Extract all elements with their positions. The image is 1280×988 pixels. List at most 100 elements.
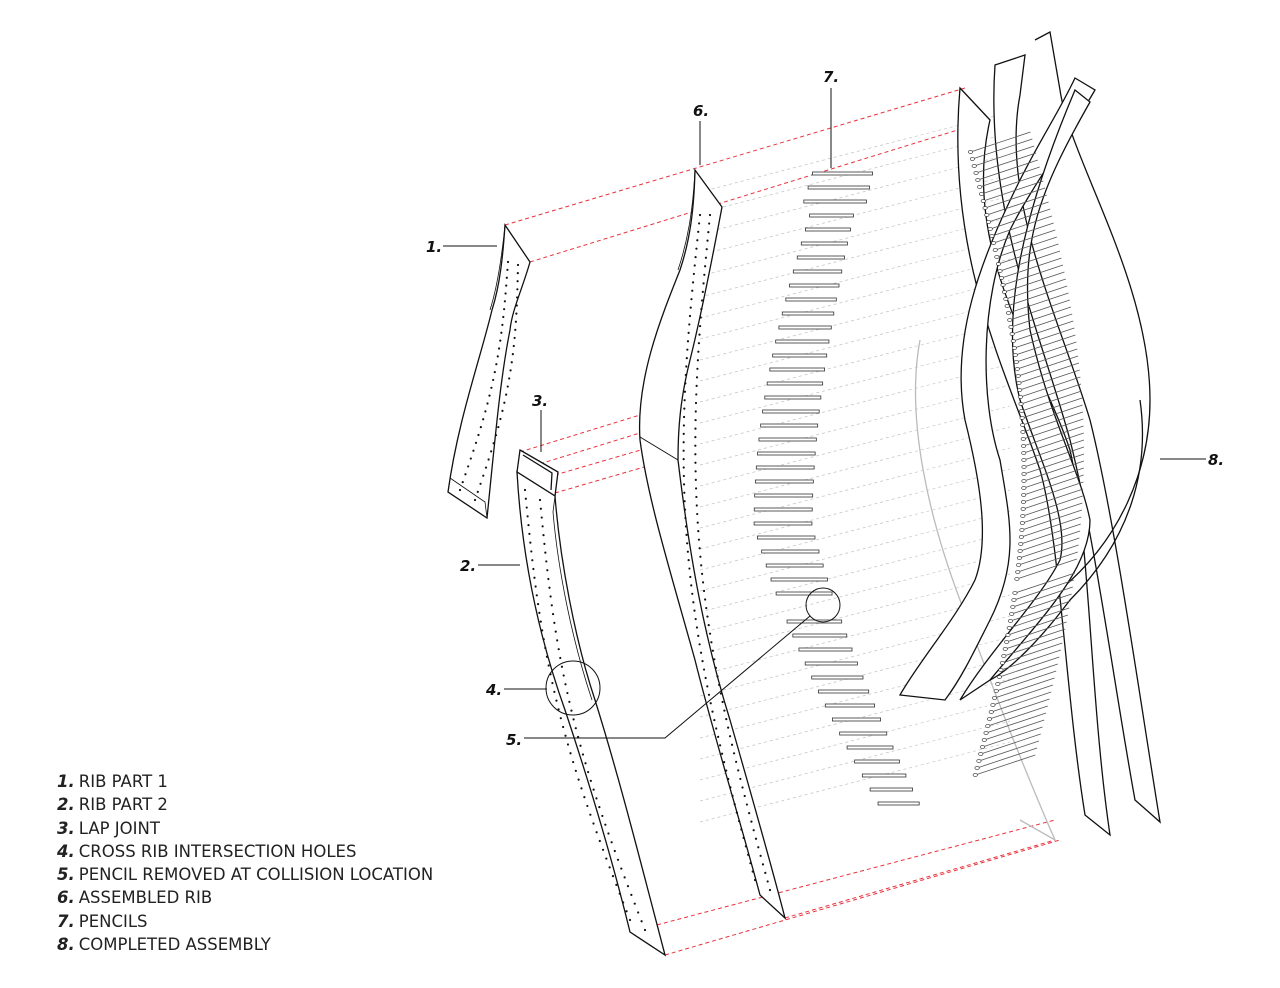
detail-circle-holes [545,660,601,716]
rod-end [1007,619,1013,623]
hole [738,819,741,823]
hole [499,417,502,421]
hole [695,247,698,250]
hole [458,488,462,492]
hole [761,863,765,866]
hole [533,576,536,579]
hole [704,676,707,680]
rod-end [1013,360,1019,364]
rod [1002,264,1064,286]
rod [984,187,1046,209]
rod-end [1001,654,1007,658]
rod-end [1009,332,1015,336]
rod-end [1021,451,1027,455]
hole [697,342,701,345]
hole [697,350,700,353]
hole [548,586,551,589]
rod [1023,432,1084,454]
hole [542,638,545,641]
hole [598,806,601,809]
hole [562,674,565,677]
rod [1017,348,1078,370]
hole [496,355,499,358]
rod [1018,544,1079,566]
rod [1004,271,1065,293]
hole [743,794,746,798]
rod [997,663,1058,685]
rod [1018,355,1079,377]
hole [682,441,685,444]
hole [718,744,722,747]
hole [613,849,616,853]
hole [706,615,709,618]
hole [727,777,730,781]
pencil [753,521,813,526]
hole [545,655,549,658]
hole [695,504,698,507]
hole [574,727,577,730]
hole [696,367,699,370]
hole [718,683,721,687]
hole [474,441,478,444]
rod-end [976,759,982,763]
hole [682,466,685,469]
hole [708,222,711,225]
rod-end [978,752,984,756]
rod-end [1017,388,1023,392]
rod-end [1001,290,1007,294]
rod [1005,628,1066,650]
rod-end [1015,374,1021,378]
hole [694,617,697,621]
hole [701,581,705,584]
hole [700,564,703,567]
rod [1016,558,1078,580]
hole [696,359,699,362]
hole [505,284,508,287]
rod-end [981,738,987,742]
hole [605,857,608,860]
hole [601,848,605,851]
hole [682,415,686,419]
hole [752,829,755,832]
rod-end [1021,458,1027,462]
hole [516,272,519,275]
hole [555,699,558,702]
callout-7: 7. [823,68,839,86]
rod-end [980,745,986,749]
rod [1012,313,1073,335]
rod [986,194,1047,216]
rod [976,747,1038,769]
hole [750,820,753,823]
hole [479,482,482,485]
hole [753,878,757,882]
hole [694,427,697,430]
hole [702,282,705,285]
rib-part-1 [447,223,531,520]
rod [996,670,1057,692]
pencil [803,199,867,204]
hole [515,312,518,315]
rod [975,152,1037,174]
rod [1023,481,1084,503]
rod-end [973,171,979,175]
rod [1020,523,1081,545]
hole [683,491,686,494]
hole [701,290,704,293]
hole [572,760,575,764]
pencil [811,675,864,680]
pencil [800,241,848,246]
rod-end [1019,409,1025,413]
rod [1010,306,1072,328]
hole [515,304,518,307]
pencil [753,507,813,512]
hole [688,314,692,318]
hole [513,336,516,340]
hole [699,324,702,328]
rod-end [1016,381,1022,385]
rod [1007,285,1068,307]
rod [993,222,1054,244]
hole [692,601,695,604]
hole [484,410,487,413]
hole [637,911,640,914]
hole [630,893,633,896]
